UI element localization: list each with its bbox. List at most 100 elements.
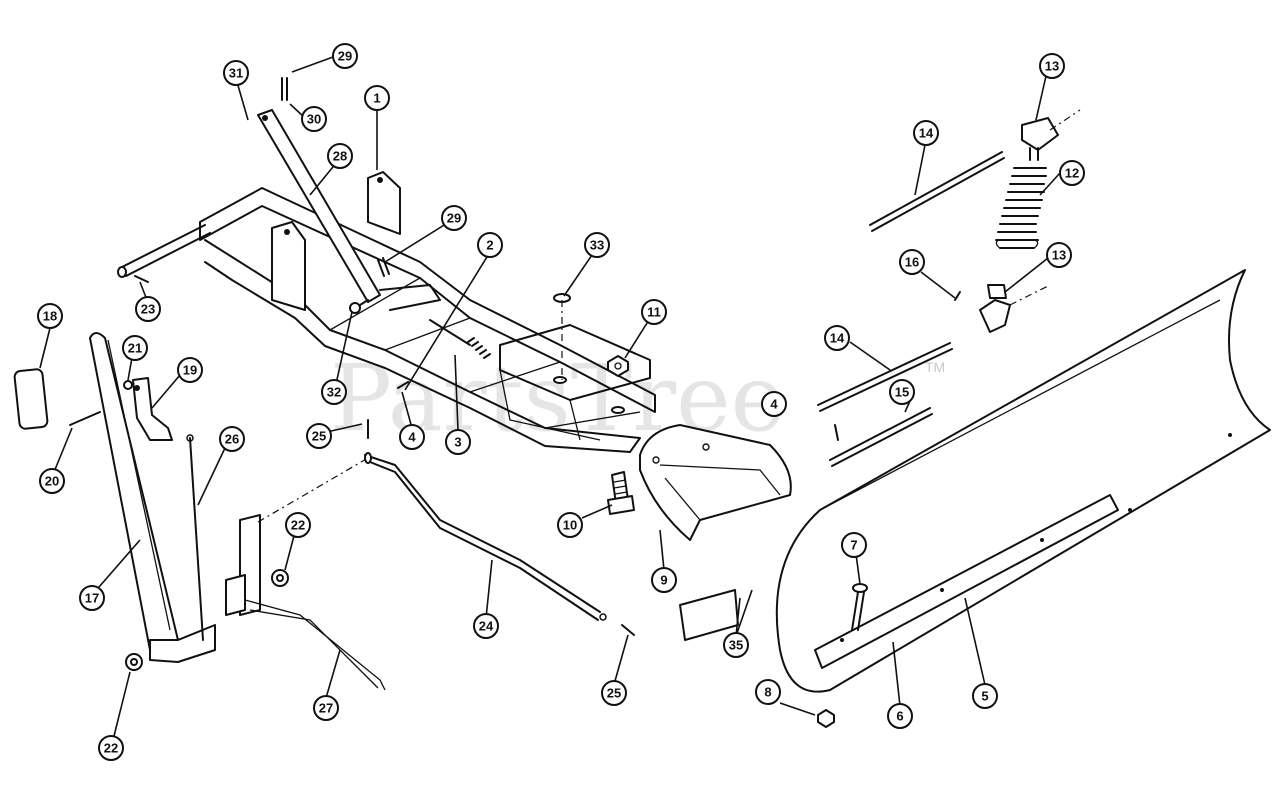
callout-24: 24 — [473, 613, 499, 639]
callout-14: 14 — [824, 325, 850, 351]
callout-13: 13 — [1046, 242, 1072, 268]
callout-25: 25 — [306, 423, 332, 449]
callout-label: 12 — [1065, 166, 1079, 181]
callout-label: 6 — [896, 709, 903, 724]
callout-label: 2 — [486, 238, 493, 253]
callout-32: 32 — [321, 379, 347, 405]
spring-part — [467, 337, 491, 359]
callout-18: 18 — [37, 303, 63, 329]
nut-part — [607, 355, 629, 377]
callout-label: 26 — [225, 432, 239, 447]
callout-label: 29 — [447, 211, 461, 226]
callout-label: 1 — [373, 91, 380, 106]
callout-26: 26 — [219, 426, 245, 452]
pivot-bracket-part — [125, 514, 386, 691]
callout-30: 30 — [301, 106, 327, 132]
callout-label: 4 — [770, 397, 778, 412]
callout-17: 17 — [79, 585, 105, 611]
blade-part — [775, 269, 1271, 693]
callout-13: 13 — [1039, 53, 1065, 79]
callout-label: 18 — [43, 309, 57, 324]
callout-7: 7 — [841, 532, 867, 558]
callout-29: 29 — [332, 43, 358, 69]
washer-part — [553, 293, 571, 380]
callout-label: 30 — [307, 112, 321, 127]
callout-label: 27 — [319, 701, 333, 716]
callout-16: 16 — [899, 249, 925, 275]
callout-29: 29 — [441, 205, 467, 231]
cotter-pin-part — [134, 77, 961, 636]
callout-33: 33 — [584, 232, 610, 258]
watermark-trademark: TM — [925, 359, 945, 375]
callout-6: 6 — [887, 703, 913, 729]
callout-label: 20 — [45, 474, 59, 489]
callout-label: 24 — [479, 619, 494, 634]
cotter-pin-part — [397, 381, 839, 441]
callout-25: 25 — [601, 680, 627, 706]
callout-label: 25 — [312, 429, 326, 444]
callout-4: 4 — [761, 391, 787, 417]
callout-10: 10 — [557, 512, 583, 538]
callout-1: 1 — [364, 85, 390, 111]
callout-label: 29 — [338, 49, 352, 64]
callout-20: 20 — [39, 468, 65, 494]
callout-21: 21 — [122, 335, 148, 361]
blade-nut-part — [817, 709, 835, 728]
callout-label: 13 — [1045, 59, 1059, 74]
callout-2: 2 — [477, 232, 503, 258]
callout-label: 14 — [919, 126, 934, 141]
callout-22: 22 — [98, 735, 124, 761]
callout-label: 9 — [660, 573, 667, 588]
callout-14: 14 — [913, 120, 939, 146]
lift-handle-part — [13, 332, 216, 663]
callout-label: 28 — [333, 149, 347, 164]
callout-label: 25 — [607, 686, 621, 701]
callout-label: 17 — [85, 591, 99, 606]
callout-22: 22 — [285, 512, 311, 538]
connecting-rod-part — [257, 452, 607, 621]
pivot-rod-part — [817, 151, 1005, 467]
callout-label: 8 — [764, 685, 771, 700]
callout-23: 23 — [135, 296, 161, 322]
callout-label: 7 — [850, 538, 857, 553]
callout-3: 3 — [445, 429, 471, 455]
callout-label: 11 — [647, 305, 661, 320]
callout-31: 31 — [223, 60, 249, 86]
callout-label: 4 — [408, 430, 416, 445]
carriage-bolt-part — [851, 583, 868, 631]
callout-label: 16 — [905, 255, 919, 270]
callout-label: 10 — [563, 518, 577, 533]
callout-label: 22 — [104, 741, 118, 756]
swivel-spring-part — [979, 109, 1081, 333]
callout-label: 35 — [729, 638, 743, 653]
callout-label: 23 — [141, 302, 155, 317]
callout-label: 15 — [895, 385, 909, 400]
decal-part — [679, 589, 739, 641]
callout-9: 9 — [651, 567, 677, 593]
callout-label: 14 — [830, 331, 845, 346]
callout-label: 33 — [590, 238, 604, 253]
lift-lever-part — [257, 109, 441, 314]
callout-12: 12 — [1059, 160, 1085, 186]
callout-4: 4 — [399, 424, 425, 450]
callout-27: 27 — [313, 695, 339, 721]
callout-label: 19 — [183, 363, 197, 378]
main-frame-part — [117, 171, 656, 453]
callout-15: 15 — [889, 379, 915, 405]
callout-label: 31 — [229, 66, 243, 81]
callout-11: 11 — [641, 299, 667, 325]
callout-8: 8 — [755, 679, 781, 705]
callout-19: 19 — [177, 357, 203, 383]
callout-5: 5 — [972, 683, 998, 709]
callout-label: 13 — [1052, 248, 1066, 263]
callout-28: 28 — [327, 143, 353, 169]
callout-35: 35 — [723, 632, 749, 658]
callout-label: 32 — [327, 385, 341, 400]
callout-label: 21 — [128, 341, 142, 356]
callout-label: 3 — [454, 435, 461, 450]
pivot-mount-part — [639, 424, 792, 541]
callout-label: 22 — [291, 518, 305, 533]
callout-label: 5 — [981, 689, 988, 704]
bolt-part — [607, 471, 635, 515]
